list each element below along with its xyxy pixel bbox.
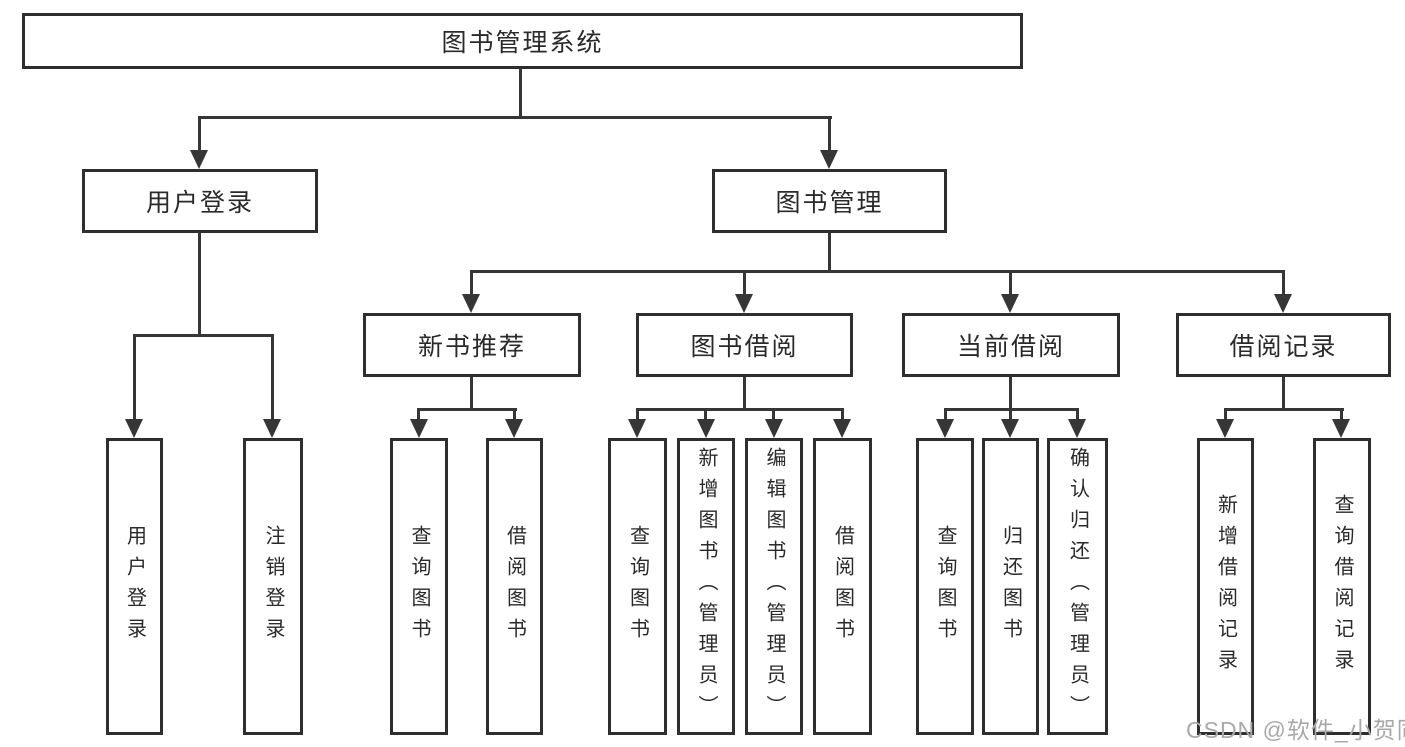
connector-vline [198,232,201,337]
arrowhead-down-icon [1068,419,1086,438]
node-book-borrow: 图书借阅 [636,313,853,377]
leaf-query-books-borrow: 查询图书 [608,438,667,735]
leaf-label: 查询图书 [408,524,430,649]
leaf-logout: 注销登录 [243,438,303,735]
leaf-label: 借阅图书 [503,524,526,649]
leaf-add-borrow-record: 新增借阅记录 [1197,438,1254,735]
node-borrow-records: 借阅记录 [1176,313,1391,377]
connector-hline [636,408,844,411]
connector-vline [1076,408,1079,422]
csdn-watermark: CSDN @软件_小贺同学 [1186,717,1405,743]
arrowhead-down-icon [735,294,753,313]
leaf-query-books-recommend: 查询图书 [390,438,448,735]
connector-vline [636,408,639,422]
connector-vline [1282,270,1285,297]
connector-vline [1009,377,1012,411]
leaf-borrow-books-recommend: 借阅图书 [486,438,543,735]
leaf-label: 归还图书 [999,524,1022,649]
connector-hline [198,116,832,119]
connector-vline [417,408,420,422]
leaf-label: 查询图书 [934,524,956,649]
arrowhead-down-icon [1216,419,1234,438]
leaf-label: 编辑图书（管理员） [763,447,785,726]
connector-hline [417,408,517,411]
leaf-label: 新增图书（管理员） [695,447,717,726]
connector-vline [1282,377,1285,411]
arrowhead-down-icon [820,150,838,169]
connector-vline [271,334,274,422]
arrowhead-down-icon [462,294,480,313]
connector-vline [133,334,136,422]
arrowhead-down-icon [505,419,523,438]
connector-vline [1009,270,1012,297]
node-user-login: 用户登录 [82,169,318,233]
connector-vline [470,270,473,297]
leaf-query-books-current: 查询图书 [916,438,974,735]
connector-vline [743,377,746,411]
arrowhead-down-icon [410,419,428,438]
leaf-user-login: 用户登录 [106,438,163,735]
leaf-query-borrow-record: 查询借阅记录 [1313,438,1371,735]
node-current-borrow: 当前借阅 [902,313,1120,377]
connector-hline [1224,408,1344,411]
connector-vline [198,116,201,152]
leaf-edit-book-admin: 编辑图书（管理员） [745,438,803,735]
leaf-add-book-admin: 新增图书（管理员） [677,438,735,735]
arrowhead-down-icon [765,419,783,438]
leaf-label: 借阅图书 [831,524,854,649]
node-library-system: 图书管理系统 [22,13,1023,69]
node-new-book-recommend: 新书推荐 [363,313,581,377]
leaf-return-books: 归还图书 [982,438,1039,735]
leaf-label: 查询借阅记录 [1331,493,1353,680]
leaf-label: 用户登录 [123,524,146,649]
connector-vline [841,408,844,422]
arrowhead-down-icon [1001,419,1019,438]
leaf-label: 查询图书 [626,524,649,649]
arrowhead-down-icon [190,150,208,169]
connector-vline [944,408,947,422]
connector-vline [828,116,831,152]
connector-vline [704,408,707,422]
connector-vline [828,233,831,273]
arrowhead-down-icon [125,419,143,438]
leaf-label: 新增借阅记录 [1214,493,1237,680]
arrowhead-down-icon [1274,294,1292,313]
connector-vline [1009,408,1012,422]
arrowhead-down-icon [936,419,954,438]
leaf-borrow-books: 借阅图书 [813,438,872,735]
connector-vline [513,408,516,422]
connector-vline [772,408,775,422]
leaf-label: 确认归还（管理员） [1066,447,1089,726]
arrowhead-down-icon [1001,294,1019,313]
node-book-management: 图书管理 [712,169,947,233]
arrowhead-down-icon [263,419,281,438]
arrowhead-down-icon [628,419,646,438]
connector-vline [470,377,473,411]
connector-vline [1340,408,1343,422]
leaf-confirm-return-admin: 确认归还（管理员） [1047,438,1108,735]
arrowhead-down-icon [697,419,715,438]
arrowhead-down-icon [1332,419,1350,438]
connector-vline [743,270,746,297]
connector-vline [519,68,522,118]
arrowhead-down-icon [833,419,851,438]
connector-hline [133,334,274,337]
leaf-label: 注销登录 [262,524,284,649]
connector-vline [1224,408,1227,422]
connector-hline [471,270,1285,273]
